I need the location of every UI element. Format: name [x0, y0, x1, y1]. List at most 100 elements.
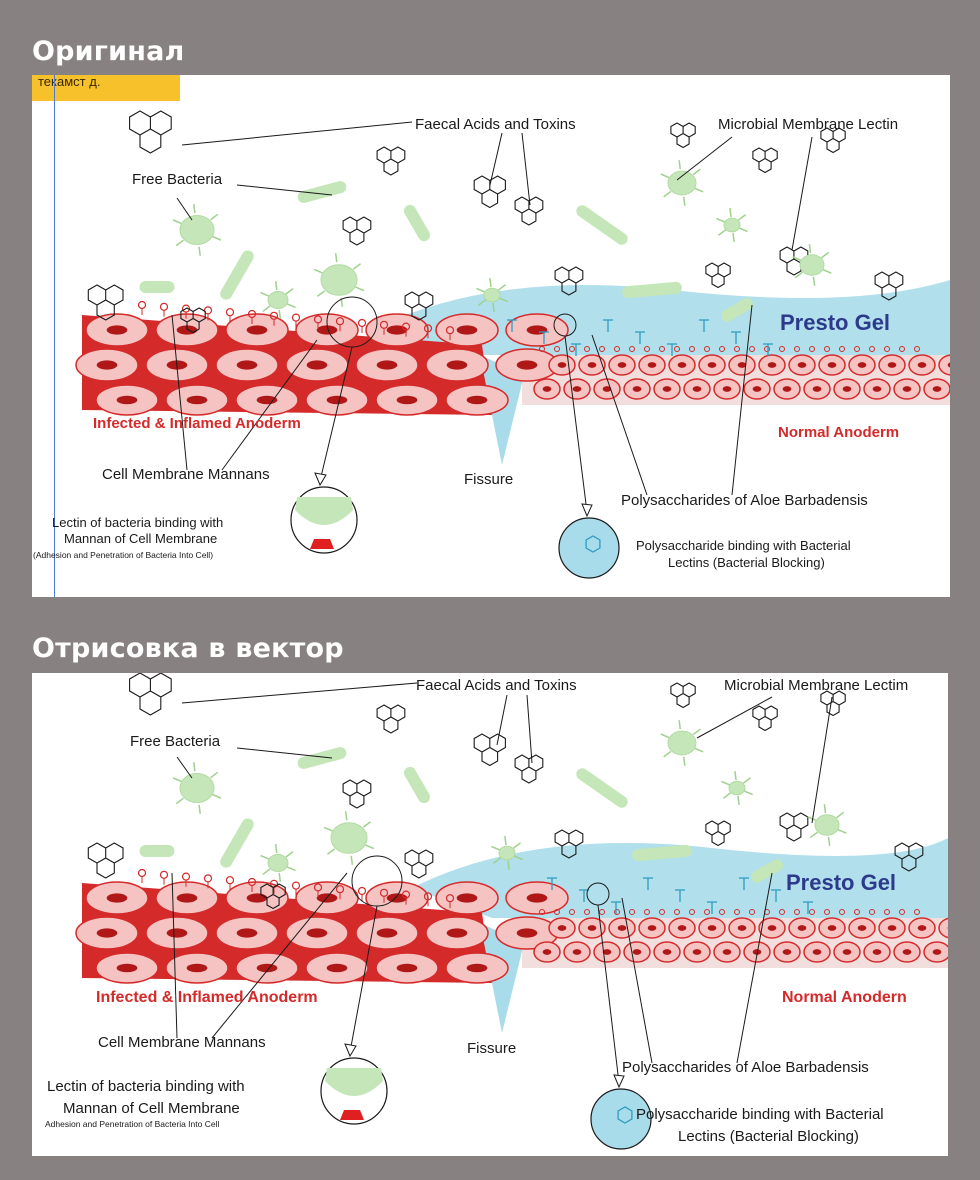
molecule-icon [129, 110, 172, 154]
polysaccharide-node [614, 909, 620, 915]
mannan-receptor [137, 300, 147, 310]
rod-bacteria-icon [139, 845, 175, 857]
bacteria-spike [504, 836, 507, 846]
bacteria-icon [667, 730, 697, 756]
molecule-icon [404, 849, 434, 879]
cell-nucleus [376, 928, 398, 938]
bacteria-spike [694, 747, 704, 753]
cell-nucleus [842, 386, 852, 392]
guide-line [54, 75, 55, 597]
inset-cell-membrane [310, 539, 334, 549]
arrowhead-icon [581, 503, 593, 518]
bacteria-spike [198, 246, 201, 256]
bacteria-spike [732, 232, 735, 242]
polysaccharide-node [734, 909, 740, 915]
cell-nucleus [516, 928, 538, 938]
molecule-icon [752, 705, 778, 732]
bacteria-icon [320, 264, 358, 296]
leader-line [731, 304, 753, 496]
polysaccharide-node [884, 346, 890, 352]
bacteria-spike [514, 855, 523, 861]
polysaccharide-node [569, 346, 575, 352]
blocking-lectin-icon [739, 877, 749, 890]
bacteria-spike [350, 855, 354, 865]
polysaccharide-node [764, 346, 770, 352]
cell-nucleus [692, 949, 702, 955]
bacteria-spike [334, 253, 338, 263]
mannan-receptor [247, 877, 257, 887]
lectin-label-line2: Mannan of Cell Membrane [63, 1100, 240, 1117]
molecule-icon [554, 829, 584, 859]
bacteria-spike [260, 291, 270, 297]
molecule-icon [752, 147, 778, 174]
polysaccharide-node [794, 346, 800, 352]
bacteria-icon [728, 780, 746, 796]
fissure-shape [480, 923, 524, 1033]
bacteria-spike [274, 844, 278, 854]
bacteria-spike [739, 227, 748, 233]
molecule-icon [705, 820, 731, 847]
cell-nucleus [542, 386, 552, 392]
cell-nucleus [842, 949, 852, 955]
polysaccharide-node [539, 909, 545, 915]
bacteria-icon [179, 773, 215, 803]
cell-nucleus [587, 925, 597, 931]
cell-nucleus [887, 362, 897, 368]
cell-nucleus [797, 362, 807, 368]
bacteria-spike [678, 160, 682, 170]
polysaccharide-node [869, 346, 875, 352]
mannan-receptor [423, 324, 433, 333]
polysaccharide-node [809, 909, 815, 915]
bacteria-spike [210, 213, 219, 221]
rod-bacteria-icon [404, 766, 430, 804]
bacteria-spike [721, 780, 730, 786]
molecule-icon [342, 779, 372, 809]
rod-bacteria-icon [297, 747, 347, 769]
polysaccharide-node [629, 909, 635, 915]
mannan-receptor [203, 874, 213, 883]
bacteria-spike [175, 239, 184, 247]
molecule-icon [820, 690, 846, 717]
mannan-receptor [181, 872, 191, 881]
inset-arrow [564, 335, 588, 513]
bacteria-spike [827, 836, 831, 846]
polysaccharide-node [914, 909, 920, 915]
mannan-receptor [269, 311, 279, 320]
leader-line [676, 136, 733, 181]
bacteria-spike [492, 857, 502, 864]
blocking-lectin-icon [763, 343, 773, 356]
mannan-receptor [379, 320, 389, 329]
cell-nucleus [632, 949, 642, 955]
cell-nucleus [186, 963, 208, 973]
cell-nucleus [767, 925, 777, 931]
bacteria-spike [722, 792, 732, 799]
bacteria-spike [212, 235, 222, 241]
cell-nucleus [812, 949, 822, 955]
bacteria-spike [198, 804, 201, 814]
cell-nucleus [256, 395, 278, 405]
faecal-label: Faecal Acids and Toxins [416, 677, 577, 694]
bacteria-spike [692, 728, 701, 736]
bacteria-spike [476, 287, 485, 293]
normal-anoderm-label: Normal Anodern [782, 989, 907, 1006]
cell-nucleus [326, 963, 348, 973]
cell-nucleus [166, 928, 188, 938]
cell-nucleus [176, 893, 198, 903]
bacteria-spike [489, 278, 492, 288]
polysaccharide-node [599, 909, 605, 915]
molecule-icon [554, 266, 584, 296]
cell-nucleus [737, 925, 747, 931]
cell-nucleus [737, 362, 747, 368]
molecule-icon [514, 196, 544, 226]
blocking-lectin-icon [507, 319, 517, 332]
bacteria-spike [807, 816, 817, 822]
polysaccharide-node [674, 346, 680, 352]
mannan-receptor [247, 309, 257, 319]
anoderm-cell [938, 354, 950, 376]
cell-nucleus [396, 395, 418, 405]
bacteria-spike [808, 244, 812, 254]
bacteria-spike [663, 190, 672, 198]
leader-line [171, 872, 178, 1039]
anoderm-cell [938, 917, 948, 939]
polysaccharide-node [674, 909, 680, 915]
